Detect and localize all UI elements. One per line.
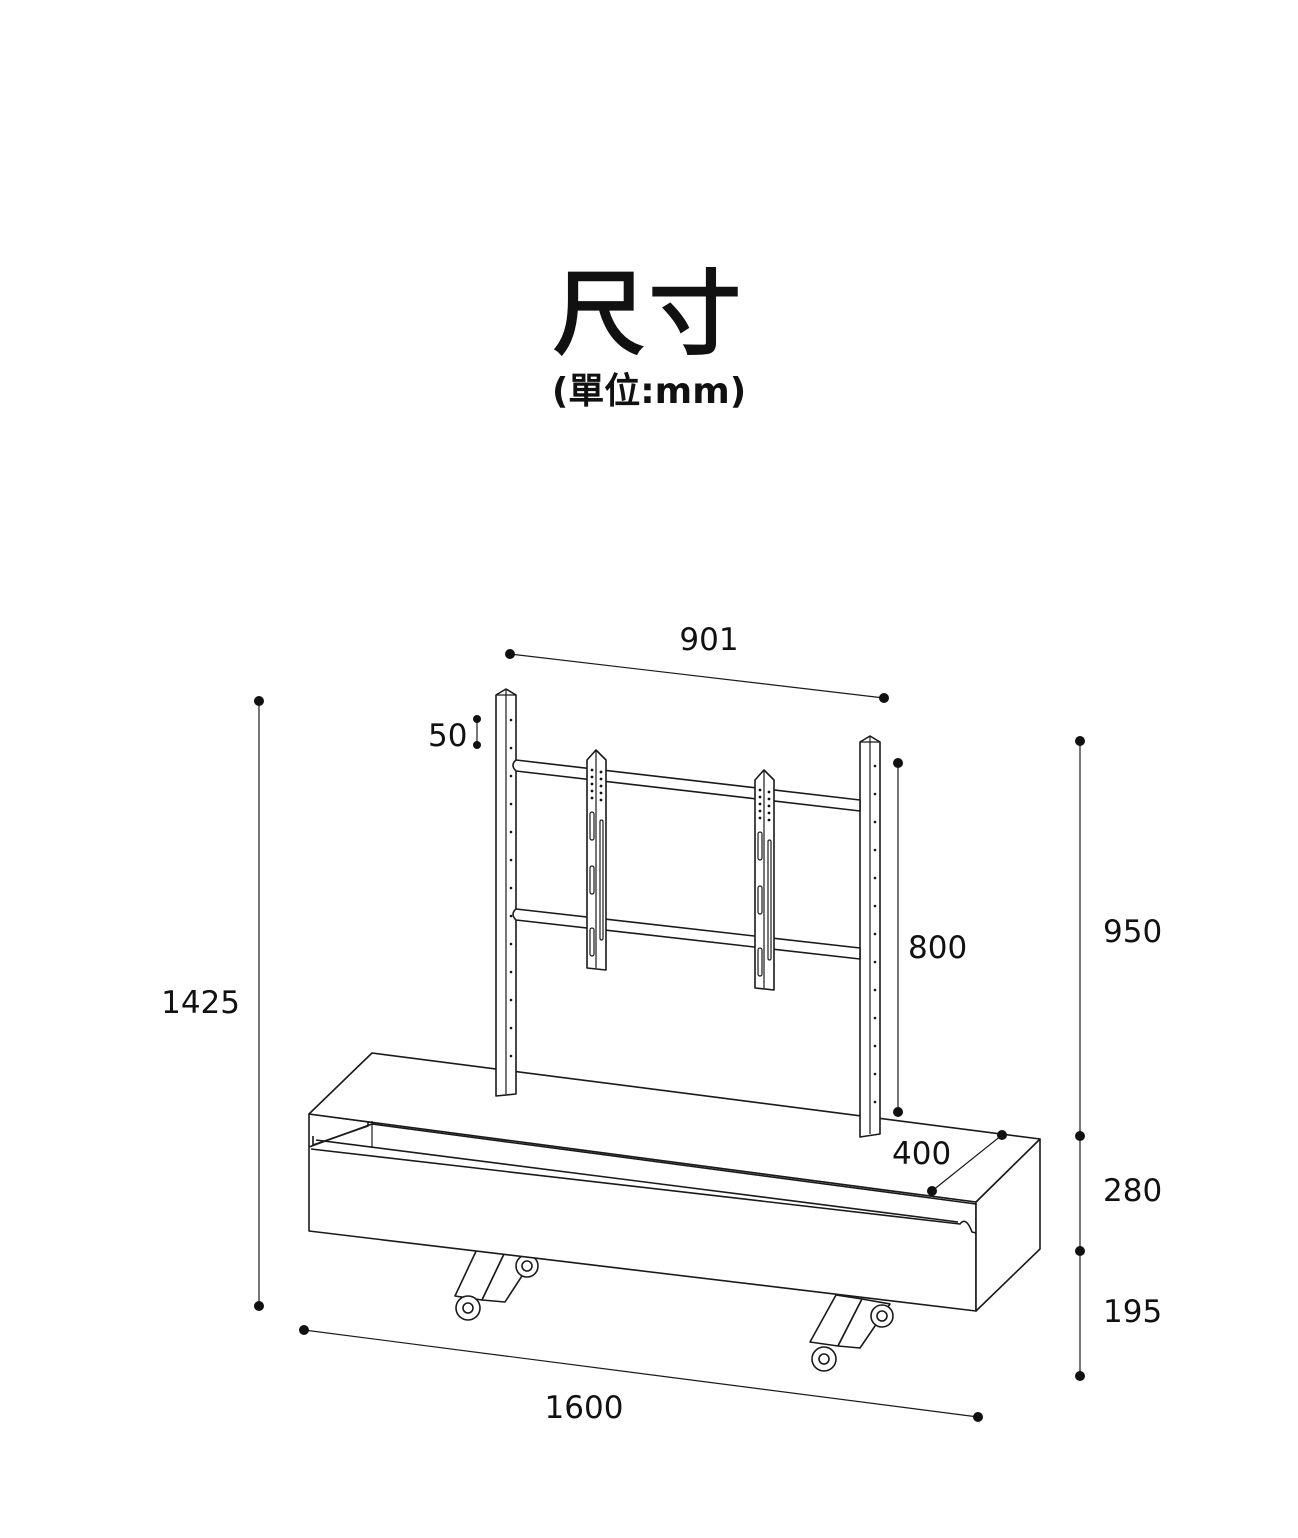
unit-subtitle: (單位:mm) bbox=[551, 371, 747, 412]
left-vesa-bracket bbox=[586, 749, 607, 971]
left-leg bbox=[454, 1246, 539, 1321]
dim-width-top: 901 bbox=[505, 622, 889, 703]
label-280: 280 bbox=[1103, 1173, 1162, 1209]
dim-depth: 400 bbox=[892, 1130, 1007, 1196]
right-vesa-bracket bbox=[754, 769, 775, 991]
dim-total-height: 1425 bbox=[161, 696, 264, 1311]
dim-bracket-offset: 50 bbox=[428, 715, 481, 754]
left-post bbox=[495, 688, 517, 1097]
post-holes bbox=[509, 718, 877, 1104]
label-400: 400 bbox=[892, 1136, 951, 1172]
page-title: 尺寸 bbox=[552, 261, 745, 368]
dim-vesa-height: 800 bbox=[893, 758, 967, 1117]
label-950: 950 bbox=[1103, 914, 1162, 950]
label-50: 50 bbox=[428, 718, 467, 754]
right-leg bbox=[809, 1294, 894, 1372]
label-901: 901 bbox=[679, 622, 738, 658]
label-800: 800 bbox=[908, 930, 967, 966]
label-195: 195 bbox=[1103, 1294, 1162, 1330]
cross-bars bbox=[512, 759, 861, 960]
label-1425: 1425 bbox=[161, 985, 240, 1021]
label-1600: 1600 bbox=[545, 1390, 624, 1426]
dim-right-stack: 950 280 195 bbox=[1075, 736, 1162, 1381]
dim-total-width: 1600 bbox=[299, 1325, 983, 1426]
dimension-annotations: 901 50 1425 800 95 bbox=[161, 622, 1162, 1426]
right-post bbox=[859, 735, 881, 1138]
cabinet bbox=[308, 1052, 1041, 1312]
